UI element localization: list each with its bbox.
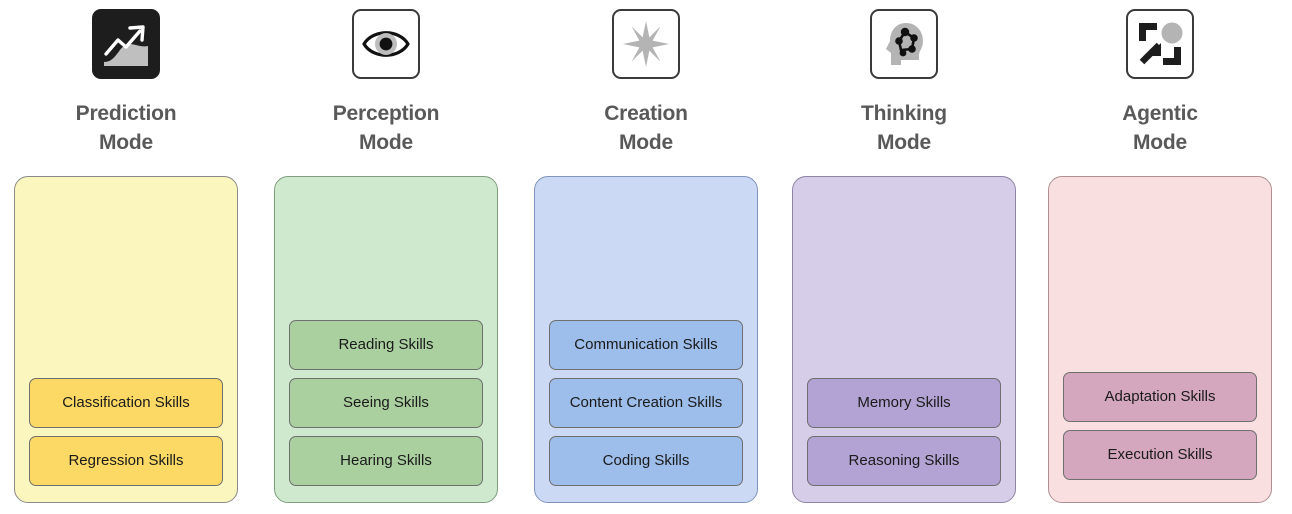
mode-title-line2: Mode	[618, 131, 674, 154]
sparkle-star-icon-glyph	[623, 21, 669, 67]
mode-title-line2: Mode	[98, 131, 154, 154]
icon-container-prediction	[91, 8, 161, 80]
skill-item[interactable]: Execution Skills	[1063, 430, 1257, 480]
skill-item[interactable]: Seeing Skills	[289, 378, 483, 428]
skill-item[interactable]: Reasoning Skills	[807, 436, 1001, 486]
sparkle-star-icon	[612, 9, 680, 79]
mode-title-line2: Mode	[876, 131, 932, 154]
icon-container-perception	[351, 8, 421, 80]
head-network-icon	[870, 9, 938, 79]
skill-item[interactable]: Reading Skills	[289, 320, 483, 370]
icon-container-thinking	[869, 8, 939, 80]
agent-expand-arrow-icon-glyph	[1139, 22, 1183, 65]
mode-title-line2: Mode	[1132, 131, 1188, 154]
mode-title-line1: Creation	[604, 102, 688, 125]
mode-title-line1: Thinking	[861, 102, 947, 125]
skill-item[interactable]: Coding Skills	[549, 436, 743, 486]
mode-title-line2: Mode	[358, 131, 414, 154]
trending-up-chart-icon-glyph	[104, 25, 148, 66]
mode-title-line1: Perception	[332, 102, 440, 125]
skill-item[interactable]: Adaptation Skills	[1063, 372, 1257, 422]
mode-title-line1: Agentic	[1122, 102, 1198, 125]
skill-item[interactable]: Memory Skills	[807, 378, 1001, 428]
eye-icon-glyph	[362, 31, 410, 57]
icon-container-creation	[611, 8, 681, 80]
skill-item[interactable]: Regression Skills	[29, 436, 223, 486]
agent-expand-arrow-icon	[1126, 9, 1194, 79]
head-network-icon-glyph	[886, 23, 923, 65]
mode-title-line1: Prediction	[75, 102, 177, 125]
trending-up-chart-icon	[92, 9, 160, 79]
skill-item[interactable]: Content Creation Skills	[549, 378, 743, 428]
eye-icon	[352, 9, 420, 79]
skill-item[interactable]: Classification Skills	[29, 378, 223, 428]
skill-item[interactable]: Hearing Skills	[289, 436, 483, 486]
icon-container-agentic	[1125, 8, 1195, 80]
skill-item[interactable]: Communication Skills	[549, 320, 743, 370]
